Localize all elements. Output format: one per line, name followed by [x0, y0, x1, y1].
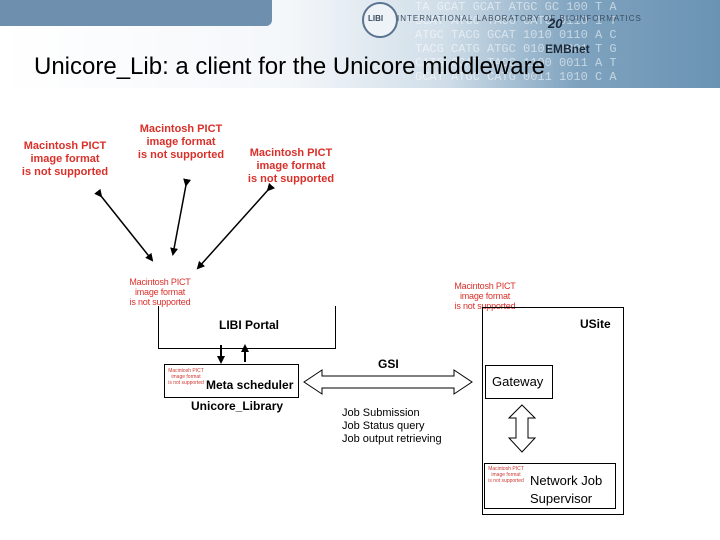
dna-background: TA GCAT GCAT ATGC GC 100 T A GCAT ATGC T…: [415, 0, 617, 84]
anniversary-badge: 20: [548, 16, 563, 31]
usite-label: USite: [580, 317, 611, 331]
meta-scheduler-box: [164, 364, 299, 398]
job-operation-item: Job output retrieving: [342, 433, 442, 445]
job-operations-list: Job Submission Job Status query Job outp…: [342, 407, 442, 446]
job-operation-item: Job Status query: [342, 420, 425, 432]
network-job-supervisor-label: Network Job Supervisor: [530, 473, 603, 506]
libi-logo-badge: LIBI: [368, 14, 384, 23]
arrow-client2-portal: [170, 178, 192, 256]
gateway-njs-double-arrow: [507, 404, 537, 453]
unicore-library-label: Unicore_Library: [191, 399, 284, 413]
embnet-logo: EMBnet: [545, 42, 590, 56]
libi-portal-label: LIBI Portal: [219, 318, 280, 332]
libi-logo-text: INTERNATIONAL LABORATORY OF BIOINFORMATI…: [397, 14, 642, 23]
slide-header: TA GCAT GCAT ATGC GC 100 T A GCAT ATGC T…: [0, 0, 720, 88]
usite-box: [482, 307, 624, 515]
gateway-label: Gateway: [492, 374, 544, 389]
arrow-client3-portal: [196, 182, 275, 270]
job-operation-item: Job Submission: [342, 407, 420, 419]
arrow-client1-portal: [94, 188, 154, 262]
slide-title: Unicore_Lib: a client for the Unicore mi…: [34, 53, 545, 80]
meta-scheduler-label: Meta scheduler: [206, 378, 294, 392]
network-job-supervisor-box: [484, 463, 616, 509]
gateway-box: [485, 365, 553, 399]
header-tab: [0, 0, 272, 26]
gsi-label: GSI: [378, 357, 399, 371]
libi-logo-icon: [362, 2, 398, 38]
gsi-double-arrow: [303, 369, 473, 395]
